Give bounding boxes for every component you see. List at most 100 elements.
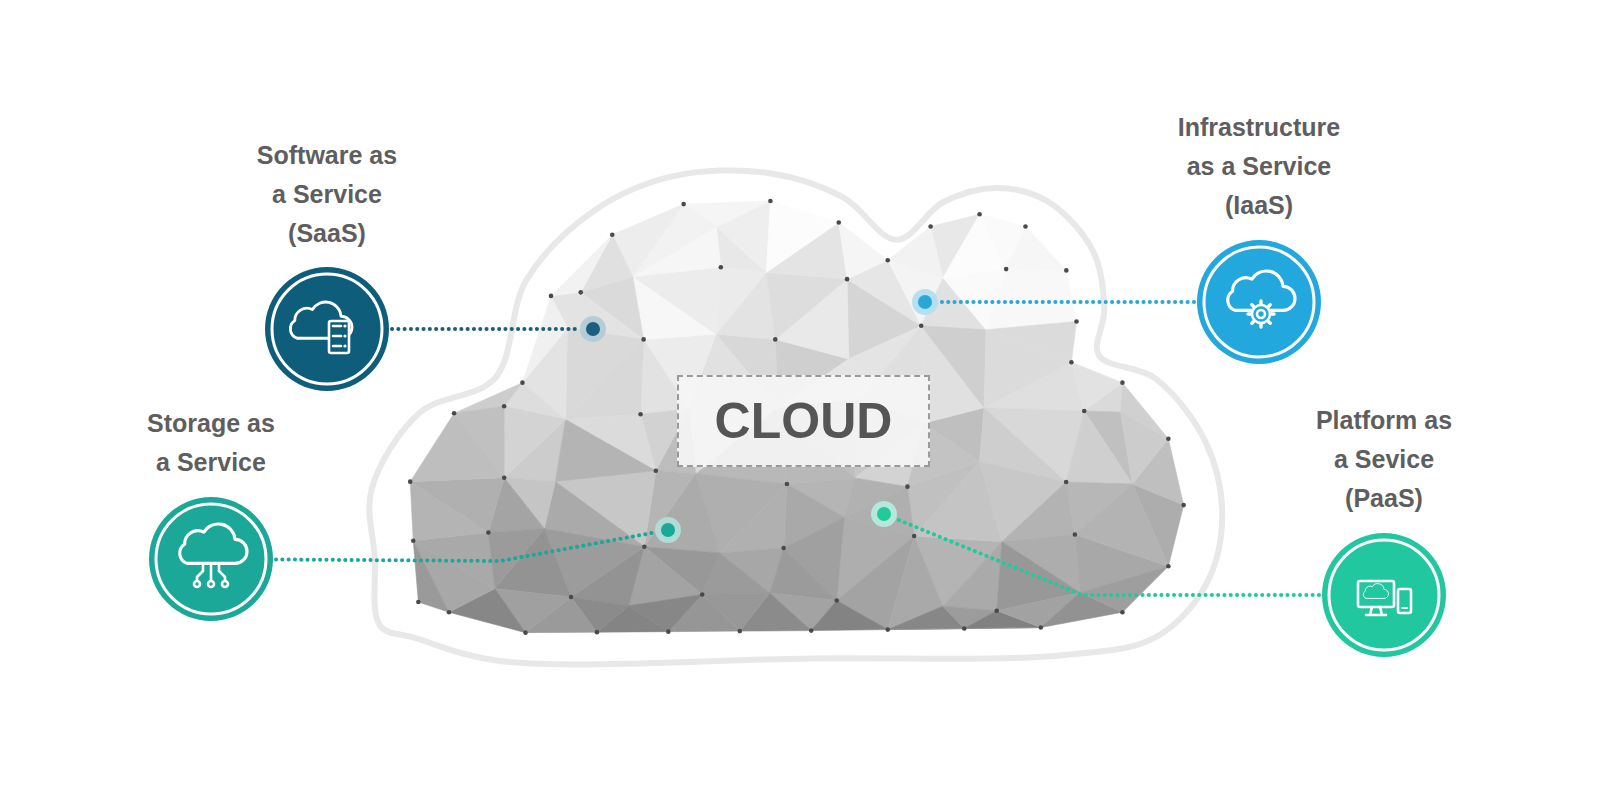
- vertex-dot: [447, 610, 452, 615]
- circle-ring: [272, 274, 382, 384]
- vertex-dot: [654, 468, 659, 473]
- facet: [943, 542, 1002, 611]
- low-poly-facets: [410, 201, 1183, 633]
- vertex-dot: [486, 530, 491, 535]
- facet: [1121, 412, 1169, 484]
- facet: [1002, 482, 1075, 542]
- circle-icon: [264, 266, 390, 392]
- vertex-dot: [1166, 564, 1171, 569]
- dot-halo: [912, 289, 938, 315]
- vertex-dot: [638, 412, 643, 417]
- service-heading: Storage as a Service: [141, 404, 281, 482]
- vertex-dot: [1120, 610, 1125, 615]
- facet: [766, 201, 838, 272]
- vertex-dot: [1073, 532, 1078, 537]
- circle-fill: [265, 267, 389, 391]
- vertex-dot: [962, 626, 967, 631]
- vertex-dot: [994, 608, 999, 613]
- service-circle: [1196, 239, 1322, 365]
- facet: [1080, 566, 1168, 612]
- dot-core: [918, 295, 932, 309]
- vertex-dot: [928, 224, 933, 229]
- facet: [566, 328, 644, 419]
- vertex-dot: [977, 212, 982, 217]
- vertex-dot: [737, 629, 742, 634]
- circle-fill: [149, 497, 273, 621]
- cloud-anchor-dot: [580, 316, 606, 342]
- circle-fill: [1322, 533, 1446, 657]
- vertex-dot: [809, 628, 814, 633]
- dot-halo: [655, 517, 681, 543]
- vertex-dot: [718, 265, 723, 270]
- vertex-dot: [452, 411, 457, 416]
- vertex-dot: [569, 595, 574, 600]
- vertex-dot: [1064, 480, 1069, 485]
- circle-ring: [156, 504, 266, 614]
- circle-icon: [1196, 239, 1322, 365]
- vertex-dot: [781, 546, 786, 551]
- vertex-dot: [1166, 436, 1171, 441]
- service-node: Software as a Service (SaaS): [235, 136, 419, 392]
- service-circle: [1321, 532, 1447, 658]
- vertex-dot: [502, 475, 507, 480]
- service-icon: [180, 524, 247, 587]
- service-icon: [1358, 581, 1411, 615]
- vertex-dot: [549, 294, 554, 299]
- service-heading: Software as a Service (SaaS): [247, 136, 407, 253]
- cloud-label: CLOUD: [677, 375, 930, 467]
- vertex-dot: [1181, 503, 1186, 508]
- vertex-dot: [1023, 224, 1028, 229]
- vertex-dot: [834, 598, 839, 603]
- service-circle: [264, 266, 390, 392]
- vertex-dot: [1120, 380, 1125, 385]
- facet: [413, 541, 449, 612]
- facet: [413, 541, 495, 612]
- vertex-dot: [768, 199, 773, 204]
- vertex-dot: [641, 337, 646, 342]
- vertex-dot: [1064, 268, 1069, 273]
- dot-core: [877, 507, 891, 521]
- vertex-dot: [1074, 319, 1079, 324]
- vertex-dot: [408, 479, 413, 484]
- vertex-dot: [700, 592, 705, 597]
- vertex-dot: [666, 629, 671, 634]
- vertex-dot: [1069, 360, 1074, 365]
- service-icon: [1228, 271, 1295, 327]
- dot-halo: [580, 316, 606, 342]
- cloud-halo: [369, 170, 1222, 664]
- facet: [980, 214, 1026, 269]
- vertex-dot: [578, 290, 583, 295]
- vertex-dot: [523, 630, 528, 635]
- facet: [555, 420, 656, 482]
- circle-ring: [1204, 247, 1314, 357]
- vertex-dot: [595, 630, 600, 635]
- vertex-dot: [520, 380, 525, 385]
- cloud-node: CLOUD: [408, 200, 1185, 633]
- facet: [633, 267, 721, 334]
- vertex-dot: [681, 202, 686, 207]
- service-icon: [290, 302, 352, 353]
- service-node: Storage as a Service: [129, 404, 293, 622]
- vertex-dot: [416, 600, 421, 605]
- vertex-dot: [1004, 267, 1009, 272]
- facet: [504, 406, 565, 477]
- dotted-connector: [392, 327, 579, 331]
- vertex-dot: [785, 482, 790, 487]
- facet: [811, 601, 888, 631]
- vertex-dot: [610, 232, 615, 237]
- cloud-anchor-dot: [871, 501, 897, 527]
- facet: [410, 482, 488, 541]
- vertex-dot: [502, 404, 507, 409]
- service-node: Infrastructure as a Service (IaaS): [1155, 108, 1364, 365]
- facet: [943, 269, 1006, 330]
- vertex-dot: [642, 544, 647, 549]
- vertex-dot: [919, 324, 924, 329]
- vertex-dot: [1039, 625, 1044, 630]
- dot-core: [661, 523, 675, 537]
- vertex-dot: [773, 337, 778, 342]
- service-circle: [148, 496, 274, 622]
- vertex-dots: [408, 199, 1186, 635]
- dotted-connector: [897, 519, 1319, 595]
- service-heading: Platform as a Sevice (PaaS): [1310, 401, 1458, 518]
